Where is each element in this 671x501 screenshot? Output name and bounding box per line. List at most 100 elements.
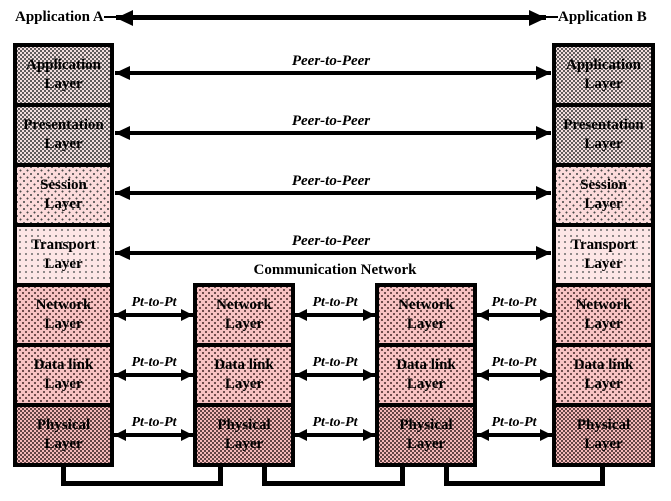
layer-name: Transport	[31, 237, 96, 253]
layer-name: Network	[216, 297, 272, 313]
pt-to-pt-label: Pt-to-Pt	[312, 415, 358, 430]
layer-box-physical-a: Physical Layer	[13, 403, 114, 467]
layer-box-session-a: Session Layer	[13, 163, 114, 227]
layer-name: Application	[25, 57, 101, 73]
peer-arrow-application	[115, 71, 551, 75]
layer-name: Presentation	[23, 117, 104, 133]
layer-name: Physical	[36, 417, 91, 433]
pt-to-pt-label: Pt-to-Pt	[131, 355, 177, 370]
layer-word: Layer	[44, 76, 83, 92]
pt-arrow-datalink-node2-b	[477, 373, 552, 377]
wire-leg-stack-b	[600, 463, 605, 486]
layer-box-presentation-a: Presentation Layer	[13, 103, 114, 167]
peer-to-peer-label-application: Peer-to-Peer	[291, 53, 371, 69]
pt-to-pt-label: Pt-to-Pt	[491, 355, 537, 370]
layer-box-session-b: Session Layer	[552, 163, 655, 227]
layer-word: Layer	[44, 316, 83, 332]
peer-to-peer-label-session: Peer-to-Peer	[291, 173, 371, 189]
layer-box-physical-node2: Physical Layer	[375, 403, 477, 467]
layer-box-application-a: Application Layer	[13, 43, 114, 107]
application-a-label: Application A	[15, 9, 104, 25]
layer-name: Physical	[576, 417, 631, 433]
pt-to-pt-label: Pt-to-Pt	[312, 295, 358, 310]
layer-name: Data link	[214, 357, 274, 373]
layer-name: Physical	[217, 417, 271, 433]
connector-tick-left	[104, 16, 118, 18]
layer-word: Layer	[584, 436, 623, 452]
wire-leg-node1-left	[218, 463, 223, 486]
layer-word: Layer	[584, 136, 623, 152]
network-node-2-stack: Network Layer Data link Layer Physical L…	[375, 283, 477, 467]
pt-to-pt-label: Pt-to-Pt	[491, 415, 537, 430]
layer-box-datalink-a: Data link Layer	[13, 343, 114, 407]
pt-arrow-network-a-node1	[114, 313, 193, 317]
peer-arrow-session	[115, 191, 551, 195]
layer-box-physical-node1: Physical Layer	[193, 403, 295, 467]
pt-arrow-physical-node1-node2	[295, 433, 375, 437]
layer-box-presentation-b: Presentation Layer	[552, 103, 655, 167]
layer-word: Layer	[44, 376, 83, 392]
layer-name: Application	[565, 57, 641, 73]
communication-network-label: Communication Network	[253, 262, 417, 278]
layer-word: Layer	[44, 436, 83, 452]
layer-name: Network	[398, 297, 454, 313]
layer-word: Layer	[406, 376, 446, 392]
layer-box-network-node2: Network Layer	[375, 283, 477, 347]
pt-arrow-datalink-a-node1	[114, 373, 193, 377]
wire-leg-node2-right	[444, 463, 449, 486]
layer-word: Layer	[584, 316, 623, 332]
layer-box-network-node1: Network Layer	[193, 283, 295, 347]
pt-arrow-datalink-node1-node2	[295, 373, 375, 377]
wire-segment-node1-node2	[262, 481, 405, 486]
layer-word: Layer	[44, 136, 83, 152]
layer-word: Layer	[44, 256, 83, 272]
layer-box-network-a: Network Layer	[13, 283, 114, 347]
pt-arrow-network-node2-b	[477, 313, 552, 317]
layer-name: Data link	[396, 357, 456, 373]
network-node-1-stack: Network Layer Data link Layer Physical L…	[193, 283, 295, 467]
layer-word: Layer	[584, 196, 623, 212]
connector-tick-right	[544, 16, 558, 18]
layer-box-datalink-b: Data link Layer	[552, 343, 655, 407]
wire-leg-node2-left	[400, 463, 405, 486]
layer-box-application-b: Application Layer	[552, 43, 655, 107]
pt-to-pt-label: Pt-to-Pt	[131, 415, 177, 430]
pt-arrow-network-node1-node2	[295, 313, 375, 317]
layer-word: Layer	[584, 376, 623, 392]
wire-leg-stack-a	[61, 463, 66, 486]
pt-arrow-physical-a-node1	[114, 433, 193, 437]
layer-name: Network	[575, 297, 632, 313]
layer-name: Session	[40, 177, 87, 193]
layer-box-network-b: Network Layer	[552, 283, 655, 347]
layer-name: Transport	[571, 237, 636, 253]
layer-name: Physical	[399, 417, 453, 433]
layer-box-datalink-node1: Data link Layer	[193, 343, 295, 407]
application-b-label: Application B	[558, 9, 647, 25]
layer-name: Data link	[33, 357, 94, 373]
layer-name: Network	[35, 297, 92, 313]
layer-name: Data link	[573, 357, 634, 373]
peer-arrow-transport	[115, 251, 551, 255]
layer-word: Layer	[224, 376, 264, 392]
layer-word: Layer	[584, 256, 623, 272]
protocol-stack-b: Application Layer Presentation Layer Ses…	[552, 43, 655, 467]
protocol-stack-a: Application Layer Presentation Layer Ses…	[13, 43, 114, 467]
layer-box-transport-a: Transport Layer	[13, 223, 114, 287]
wire-segment-a-node1	[61, 481, 223, 486]
layer-word: Layer	[406, 316, 446, 332]
layer-word: Layer	[44, 196, 83, 212]
pt-to-pt-label: Pt-to-Pt	[491, 295, 537, 310]
wire-leg-node1-right	[262, 463, 267, 486]
peer-to-peer-label-presentation: Peer-to-Peer	[291, 113, 371, 129]
layer-name: Session	[580, 177, 627, 193]
layer-word: Layer	[224, 316, 264, 332]
app-a-to-app-b-arrow	[116, 15, 546, 20]
layer-name: Presentation	[563, 117, 644, 133]
layer-word: Layer	[224, 436, 264, 452]
pt-to-pt-label: Pt-to-Pt	[131, 295, 177, 310]
layer-word: Layer	[406, 436, 446, 452]
layer-box-physical-b: Physical Layer	[552, 403, 655, 467]
pt-arrow-physical-node2-b	[477, 433, 552, 437]
pt-to-pt-label: Pt-to-Pt	[312, 355, 358, 370]
